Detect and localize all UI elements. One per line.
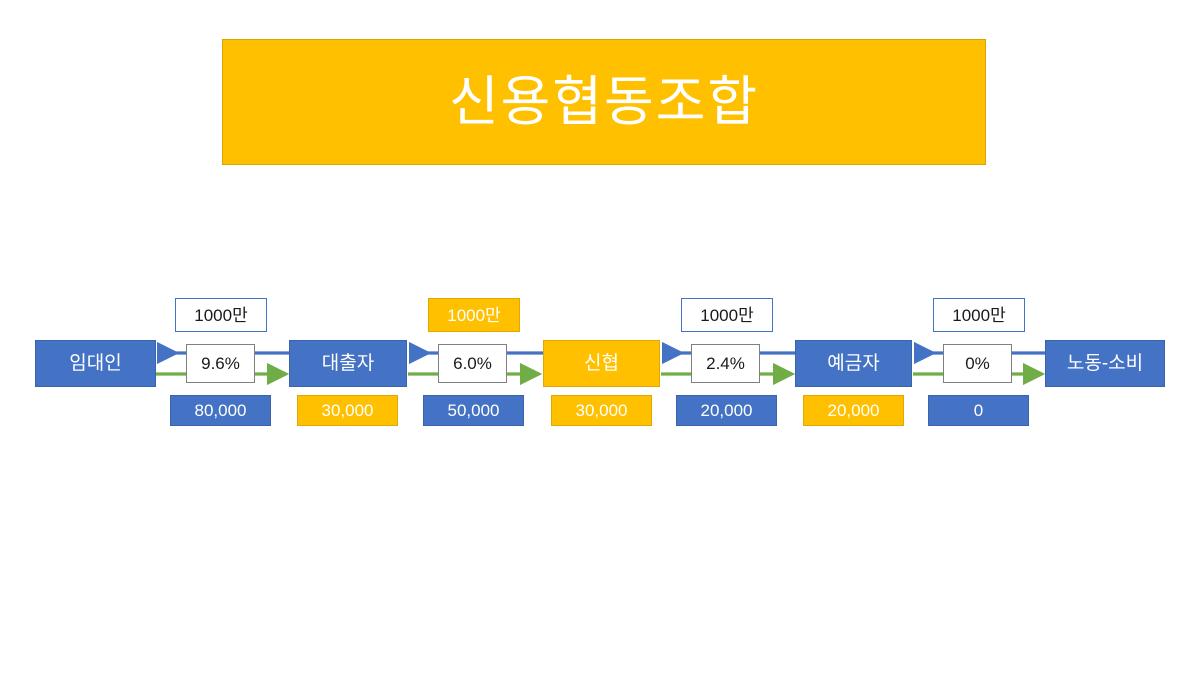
rate-label: 9.6% xyxy=(201,354,240,373)
principal-box-1[interactable]: 1000만 xyxy=(175,298,267,332)
principal-label: 1000만 xyxy=(194,305,248,325)
amount-box-link-1[interactable]: 80,000 xyxy=(170,395,271,426)
node-label: 예금자 xyxy=(827,353,880,374)
rate-label: 2.4% xyxy=(706,354,745,373)
node-labor-consumption[interactable]: 노동-소비 xyxy=(1045,340,1165,387)
amount-label: 20,000 xyxy=(700,401,753,420)
page-title: 신용협동조합 xyxy=(448,72,760,132)
rate-label: 0% xyxy=(965,354,990,373)
amount-box-node-borrower[interactable]: 30,000 xyxy=(297,395,398,426)
rate-box-3[interactable]: 2.4% xyxy=(691,344,760,383)
title-banner: 신용협동조합 xyxy=(222,39,986,165)
amount-box-node-depositor[interactable]: 20,000 xyxy=(803,395,904,426)
rate-box-1[interactable]: 9.6% xyxy=(186,344,255,383)
amount-label: 80,000 xyxy=(194,401,247,420)
node-credit-union[interactable]: 신협 xyxy=(543,340,660,387)
amount-label: 50,000 xyxy=(447,401,500,420)
node-label: 신협 xyxy=(584,353,619,374)
rate-box-2[interactable]: 6.0% xyxy=(438,344,507,383)
rate-box-4[interactable]: 0% xyxy=(943,344,1012,383)
amount-box-node-credit-union[interactable]: 30,000 xyxy=(551,395,652,426)
amount-label: 20,000 xyxy=(827,401,880,420)
principal-box-3[interactable]: 1000만 xyxy=(681,298,773,332)
amount-label: 0 xyxy=(973,401,984,420)
principal-label: 1000만 xyxy=(952,305,1006,325)
amount-label: 30,000 xyxy=(575,401,628,420)
principal-label: 1000만 xyxy=(447,305,501,325)
amount-box-link-2[interactable]: 50,000 xyxy=(423,395,524,426)
node-landlord[interactable]: 임대인 xyxy=(35,340,156,387)
node-label: 대출자 xyxy=(321,353,375,374)
principal-box-4[interactable]: 1000만 xyxy=(933,298,1025,332)
node-depositor[interactable]: 예금자 xyxy=(795,340,912,387)
amount-label: 30,000 xyxy=(321,401,374,420)
rate-label: 6.0% xyxy=(453,354,492,373)
node-borrower[interactable]: 대출자 xyxy=(289,340,407,387)
principal-label: 1000만 xyxy=(700,305,754,325)
amount-box-link-4[interactable]: 0 xyxy=(928,395,1029,426)
node-label: 노동-소비 xyxy=(1066,353,1144,374)
node-label: 임대인 xyxy=(69,353,122,374)
amount-box-link-3[interactable]: 20,000 xyxy=(676,395,777,426)
principal-box-2[interactable]: 1000만 xyxy=(428,298,520,332)
